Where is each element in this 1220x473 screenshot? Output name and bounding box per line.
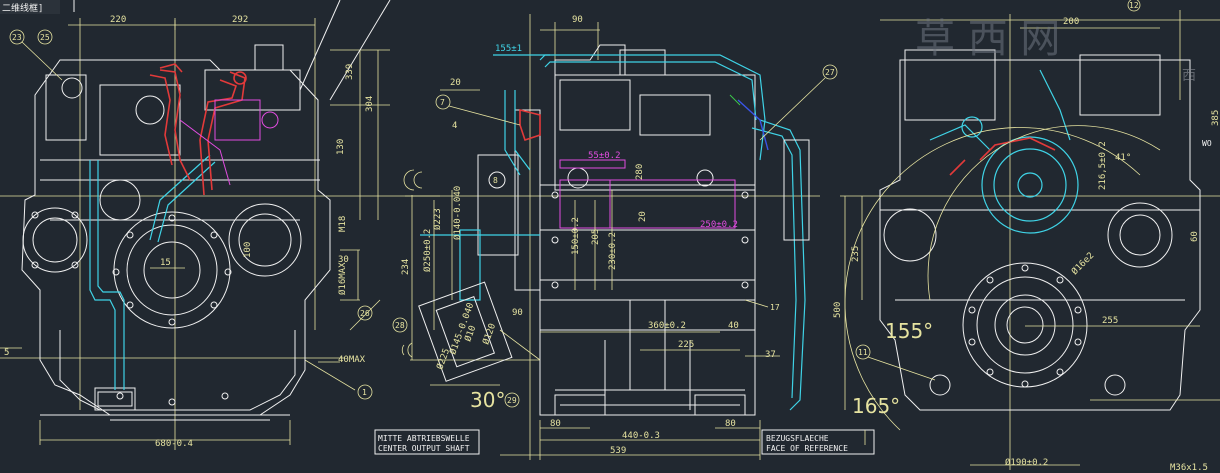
dim-30-left: 30 [338, 255, 349, 265]
dim-280: 280 [635, 164, 645, 180]
dim-20-left: 20 [450, 78, 461, 88]
dim-234: 234 [401, 259, 411, 275]
balloon-1-label: 1 [362, 388, 367, 397]
dim-m18: M18 [338, 216, 348, 232]
dim-130: 130 [336, 139, 346, 155]
angle-165: 165° [852, 394, 900, 418]
dim-235: 235 [851, 246, 861, 262]
dim-40-bottom: 40 [728, 321, 739, 331]
dim-90-top: 90 [572, 15, 583, 25]
dim-o190: Ø190±0.2 [1005, 457, 1048, 468]
dim-216: 216,5±0.2 [1098, 141, 1108, 190]
view-tab[interactable] [0, 0, 60, 14]
dim-90-left: 90 [512, 308, 523, 318]
angle-30: 30° [470, 388, 505, 412]
balloon-11 [855, 344, 871, 360]
balloon-23-label: 23 [12, 33, 22, 42]
dim-255: 255 [1102, 316, 1118, 326]
balloon-8-label: 8 [493, 176, 498, 185]
dim-20-mid: 20 [638, 211, 648, 222]
side-label-wo: WO [1202, 139, 1212, 148]
dim-220: 220 [110, 15, 126, 25]
dim-155: 155±1 [495, 44, 522, 54]
dim-41deg: 41° [1115, 153, 1131, 163]
dim-5: 5 [4, 348, 9, 358]
balloon-27-label: 27 [825, 68, 835, 77]
dim-250: 250±0.2 [700, 220, 738, 230]
balloon-25 [37, 29, 53, 45]
balloon-23 [9, 29, 25, 45]
balloon-29 [504, 392, 520, 408]
dim-80-right: 80 [725, 419, 736, 429]
dim-80-left: 80 [550, 419, 561, 429]
balloon-26-label: 26 [360, 309, 370, 318]
balloon-1 [357, 384, 373, 400]
dim-150: 150±0.2 [571, 217, 581, 255]
balloon-17-label: 17 [770, 303, 780, 312]
middle-view: 90 155±1 8 [357, 14, 875, 460]
note-output-shaft-box [374, 429, 480, 455]
balloon-25-label: 25 [40, 33, 50, 42]
dim-37: 37 [765, 350, 776, 360]
dim-o16max: Ø16MAX [337, 262, 348, 295]
dim-o10: Ø10 [462, 324, 478, 343]
dim-m36: M36x1.5 [1170, 463, 1208, 473]
dim-100: 100 [243, 242, 253, 258]
dim-339: 339 [345, 64, 355, 80]
dim-60-right: 60 [1190, 231, 1200, 242]
left-view: 220 292 [0, 0, 440, 450]
side-label-385: 385 [1211, 110, 1220, 126]
dim-360: 360±0.2 [648, 321, 686, 331]
dim-225: 225 [678, 340, 694, 350]
dim-o250: Ø250±0.2 [422, 229, 433, 272]
view-tab-label: 二维线框] [2, 2, 43, 14]
dim-205: 205 [591, 229, 601, 245]
dim-o16e2: Ø16e2 [1069, 250, 1096, 277]
dim-440: 440-0.3 [622, 431, 660, 441]
dim-15: 15 [160, 258, 171, 268]
dim-o140: Ø140-0.040 [452, 186, 463, 240]
angle-155: 155° [885, 319, 933, 343]
balloon-11-label: 11 [858, 348, 868, 357]
dim-292: 292 [232, 15, 248, 25]
balloon-26 [357, 305, 373, 321]
balloon-12 [1127, 0, 1141, 12]
balloon-7 [435, 94, 451, 110]
dim-500: 500 [833, 302, 843, 318]
note-output-de: MITTE ABTRIEBSWELLE [378, 434, 470, 443]
dim-4: 4 [452, 121, 457, 131]
note-reference-en: FACE OF REFERENCE [766, 444, 848, 453]
dim-539: 539 [610, 446, 626, 456]
dim-o120: Ø120 [480, 322, 498, 346]
note-reference-de: BEZUGSFLAECHE [766, 434, 829, 443]
dim-40max: 40MAX [338, 355, 366, 365]
note-output-en: CENTER OUTPUT SHAFT [378, 444, 470, 453]
balloon-27 [822, 64, 838, 80]
dim-200-right: 200 [1063, 17, 1079, 27]
note-reference-box [761, 429, 875, 455]
dim-o223: Ø223 [432, 208, 443, 230]
dim-680: 680-0.4 [155, 439, 193, 449]
balloon-28 [392, 317, 408, 333]
dim-230: 230±0.2 [608, 232, 618, 270]
watermark-side: 西 [1182, 68, 1196, 84]
dim-55: 55±0.2 [588, 151, 621, 161]
balloon-7-label: 7 [440, 98, 445, 107]
right-view: 200 155° [833, 0, 1220, 473]
balloon-28-label: 28 [395, 321, 405, 330]
watermark-logo: 草 西 网 [915, 16, 1060, 62]
balloon-12-label: 12 [1129, 1, 1139, 10]
balloon-29-label: 29 [507, 396, 517, 405]
dim-304: 304 [365, 96, 375, 112]
